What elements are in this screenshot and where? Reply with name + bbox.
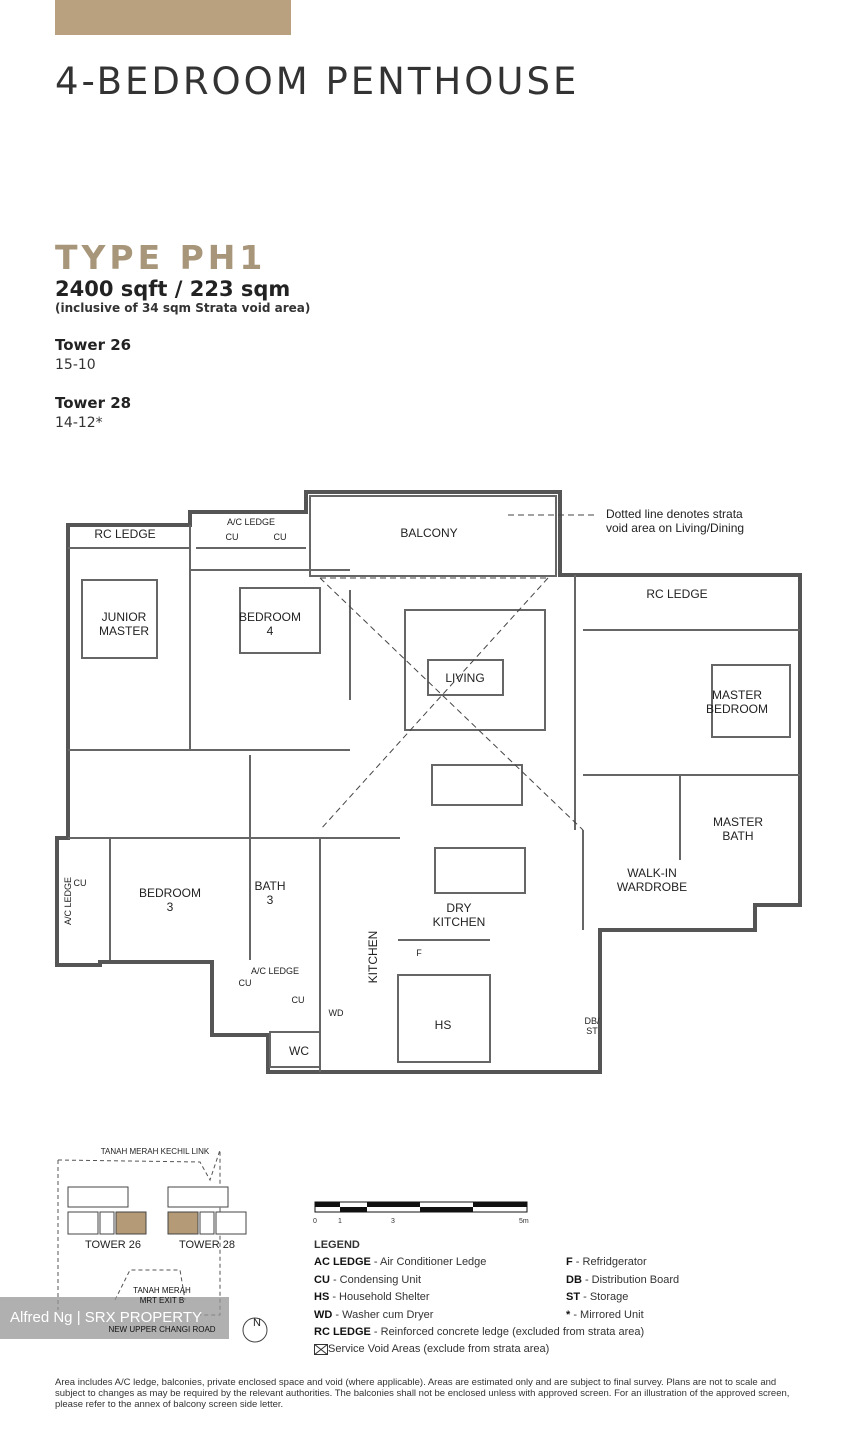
mrt-label: TANAH MERAH MRT EXIT B bbox=[133, 1286, 191, 1305]
legend-item: CU - Condensing Unit bbox=[314, 1274, 421, 1286]
room-label: JUNIOR MASTER bbox=[98, 610, 150, 638]
watermark: Alfred Ng | SRX PROPERTY bbox=[0, 1297, 229, 1339]
room-label: A/C LEDGE bbox=[63, 876, 73, 926]
area-note: (inclusive of 34 sqm Strata void area) bbox=[55, 301, 311, 315]
legend-key: HS bbox=[314, 1291, 330, 1303]
room-label: CU bbox=[238, 978, 252, 988]
room-label: DRY KITCHEN bbox=[432, 901, 486, 929]
tower-name: Tower 28 bbox=[55, 394, 132, 412]
room-label: CU bbox=[291, 995, 305, 1005]
legend-desc: Service Void Areas (exclude from strata … bbox=[328, 1343, 550, 1355]
room-label: WD bbox=[328, 1008, 344, 1018]
room-label: RC LEDGE bbox=[646, 587, 708, 601]
room-label: HS bbox=[434, 1018, 452, 1032]
legend-key: WD bbox=[314, 1309, 333, 1321]
room-label: BALCONY bbox=[400, 526, 458, 540]
legend-desc: - Reinforced concrete ledge (excluded fr… bbox=[370, 1326, 645, 1338]
floor-plan-drawing bbox=[55, 490, 802, 1074]
footnote: Area includes A/C ledge, balconies, priv… bbox=[55, 1377, 790, 1410]
scale-tick: 1 bbox=[338, 1218, 342, 1225]
tower-name: Tower 26 bbox=[55, 336, 132, 354]
room-label: F bbox=[416, 948, 422, 958]
legend-key: RC LEDGE bbox=[314, 1326, 371, 1338]
legend-desc: - Condensing Unit bbox=[329, 1274, 421, 1286]
legend-item: WD - Washer cum Dryer bbox=[314, 1309, 433, 1321]
room-label: WC bbox=[289, 1044, 309, 1058]
room-label: MASTER BATH bbox=[712, 815, 764, 843]
tower-units: 15-10 bbox=[55, 357, 96, 373]
legend-key: F bbox=[566, 1256, 573, 1268]
legend-desc: - Air Conditioner Ledge bbox=[370, 1256, 487, 1268]
legend-desc: - Distribution Board bbox=[581, 1274, 680, 1286]
room-label: WALK-IN WARDROBE bbox=[616, 866, 688, 894]
void-note: Dotted line denotes strata void area on … bbox=[605, 507, 745, 535]
page-title: 4-BEDROOM PENTHOUSE bbox=[55, 60, 580, 103]
room-label: A/C LEDGE bbox=[250, 966, 300, 976]
legend-item-void: Service Void Areas (exclude from strata … bbox=[313, 1343, 550, 1355]
legend-item: HS - Household Shelter bbox=[314, 1291, 430, 1303]
scale-tick: 0 bbox=[313, 1218, 317, 1225]
legend-item: RC LEDGE - Reinforced concrete ledge (ex… bbox=[314, 1326, 644, 1338]
service-void-icon bbox=[313, 1343, 329, 1355]
scale-bar bbox=[314, 1201, 528, 1213]
room-label: CU bbox=[273, 532, 287, 542]
tower-label: TOWER 28 bbox=[178, 1239, 236, 1251]
room-label: MASTER BEDROOM bbox=[705, 688, 769, 716]
scale-tick: 3 bbox=[391, 1218, 395, 1225]
legend-item: ST - Storage bbox=[566, 1291, 628, 1303]
legend-desc: - Household Shelter bbox=[329, 1291, 430, 1303]
legend-desc: - Washer cum Dryer bbox=[332, 1309, 434, 1321]
legend-desc: - Storage bbox=[580, 1291, 629, 1303]
accent-bar bbox=[55, 0, 291, 35]
room-label: RC LEDGE bbox=[94, 527, 156, 541]
legend-item: * - Mirrored Unit bbox=[566, 1309, 644, 1321]
room-label: BATH 3 bbox=[254, 879, 286, 907]
legend-item: DB - Distribution Board bbox=[566, 1274, 679, 1286]
unit-type: TYPE PH1 bbox=[55, 238, 267, 277]
legend-desc: - Refridgerator bbox=[572, 1256, 647, 1268]
legend-key: DB bbox=[566, 1274, 582, 1286]
site-plan bbox=[57, 1149, 268, 1343]
legend-key: AC LEDGE bbox=[314, 1256, 371, 1268]
unit-area: 2400 sqft / 223 sqm bbox=[55, 277, 291, 301]
room-label: KITCHEN bbox=[366, 930, 380, 984]
road-label: TANAH MERAH KECHIL LINK bbox=[100, 1147, 210, 1156]
tower-label: TOWER 26 bbox=[84, 1239, 142, 1251]
legend-item: AC LEDGE - Air Conditioner Ledge bbox=[314, 1256, 486, 1268]
room-label: LIVING bbox=[445, 671, 485, 685]
legend-item: F - Refridgerator bbox=[566, 1256, 647, 1268]
legend-key: ST bbox=[566, 1291, 581, 1303]
legend-key: CU bbox=[314, 1274, 330, 1286]
tower-units: 14-12* bbox=[55, 415, 103, 431]
room-label: CU bbox=[225, 532, 239, 542]
room-label: CU bbox=[73, 878, 87, 888]
scale-tick: 5m bbox=[519, 1218, 529, 1225]
room-label: BEDROOM 3 bbox=[138, 886, 202, 914]
north-label: N bbox=[253, 1317, 261, 1329]
legend-title: LEGEND bbox=[314, 1239, 360, 1251]
road-label: NEW UPPER CHANGI ROAD bbox=[108, 1325, 216, 1334]
legend-key: * bbox=[566, 1309, 571, 1321]
room-label: BEDROOM 4 bbox=[238, 610, 302, 638]
legend-desc: - Mirrored Unit bbox=[570, 1309, 644, 1321]
room-label: DB/ ST bbox=[584, 1016, 600, 1036]
room-label: A/C LEDGE bbox=[226, 517, 276, 527]
